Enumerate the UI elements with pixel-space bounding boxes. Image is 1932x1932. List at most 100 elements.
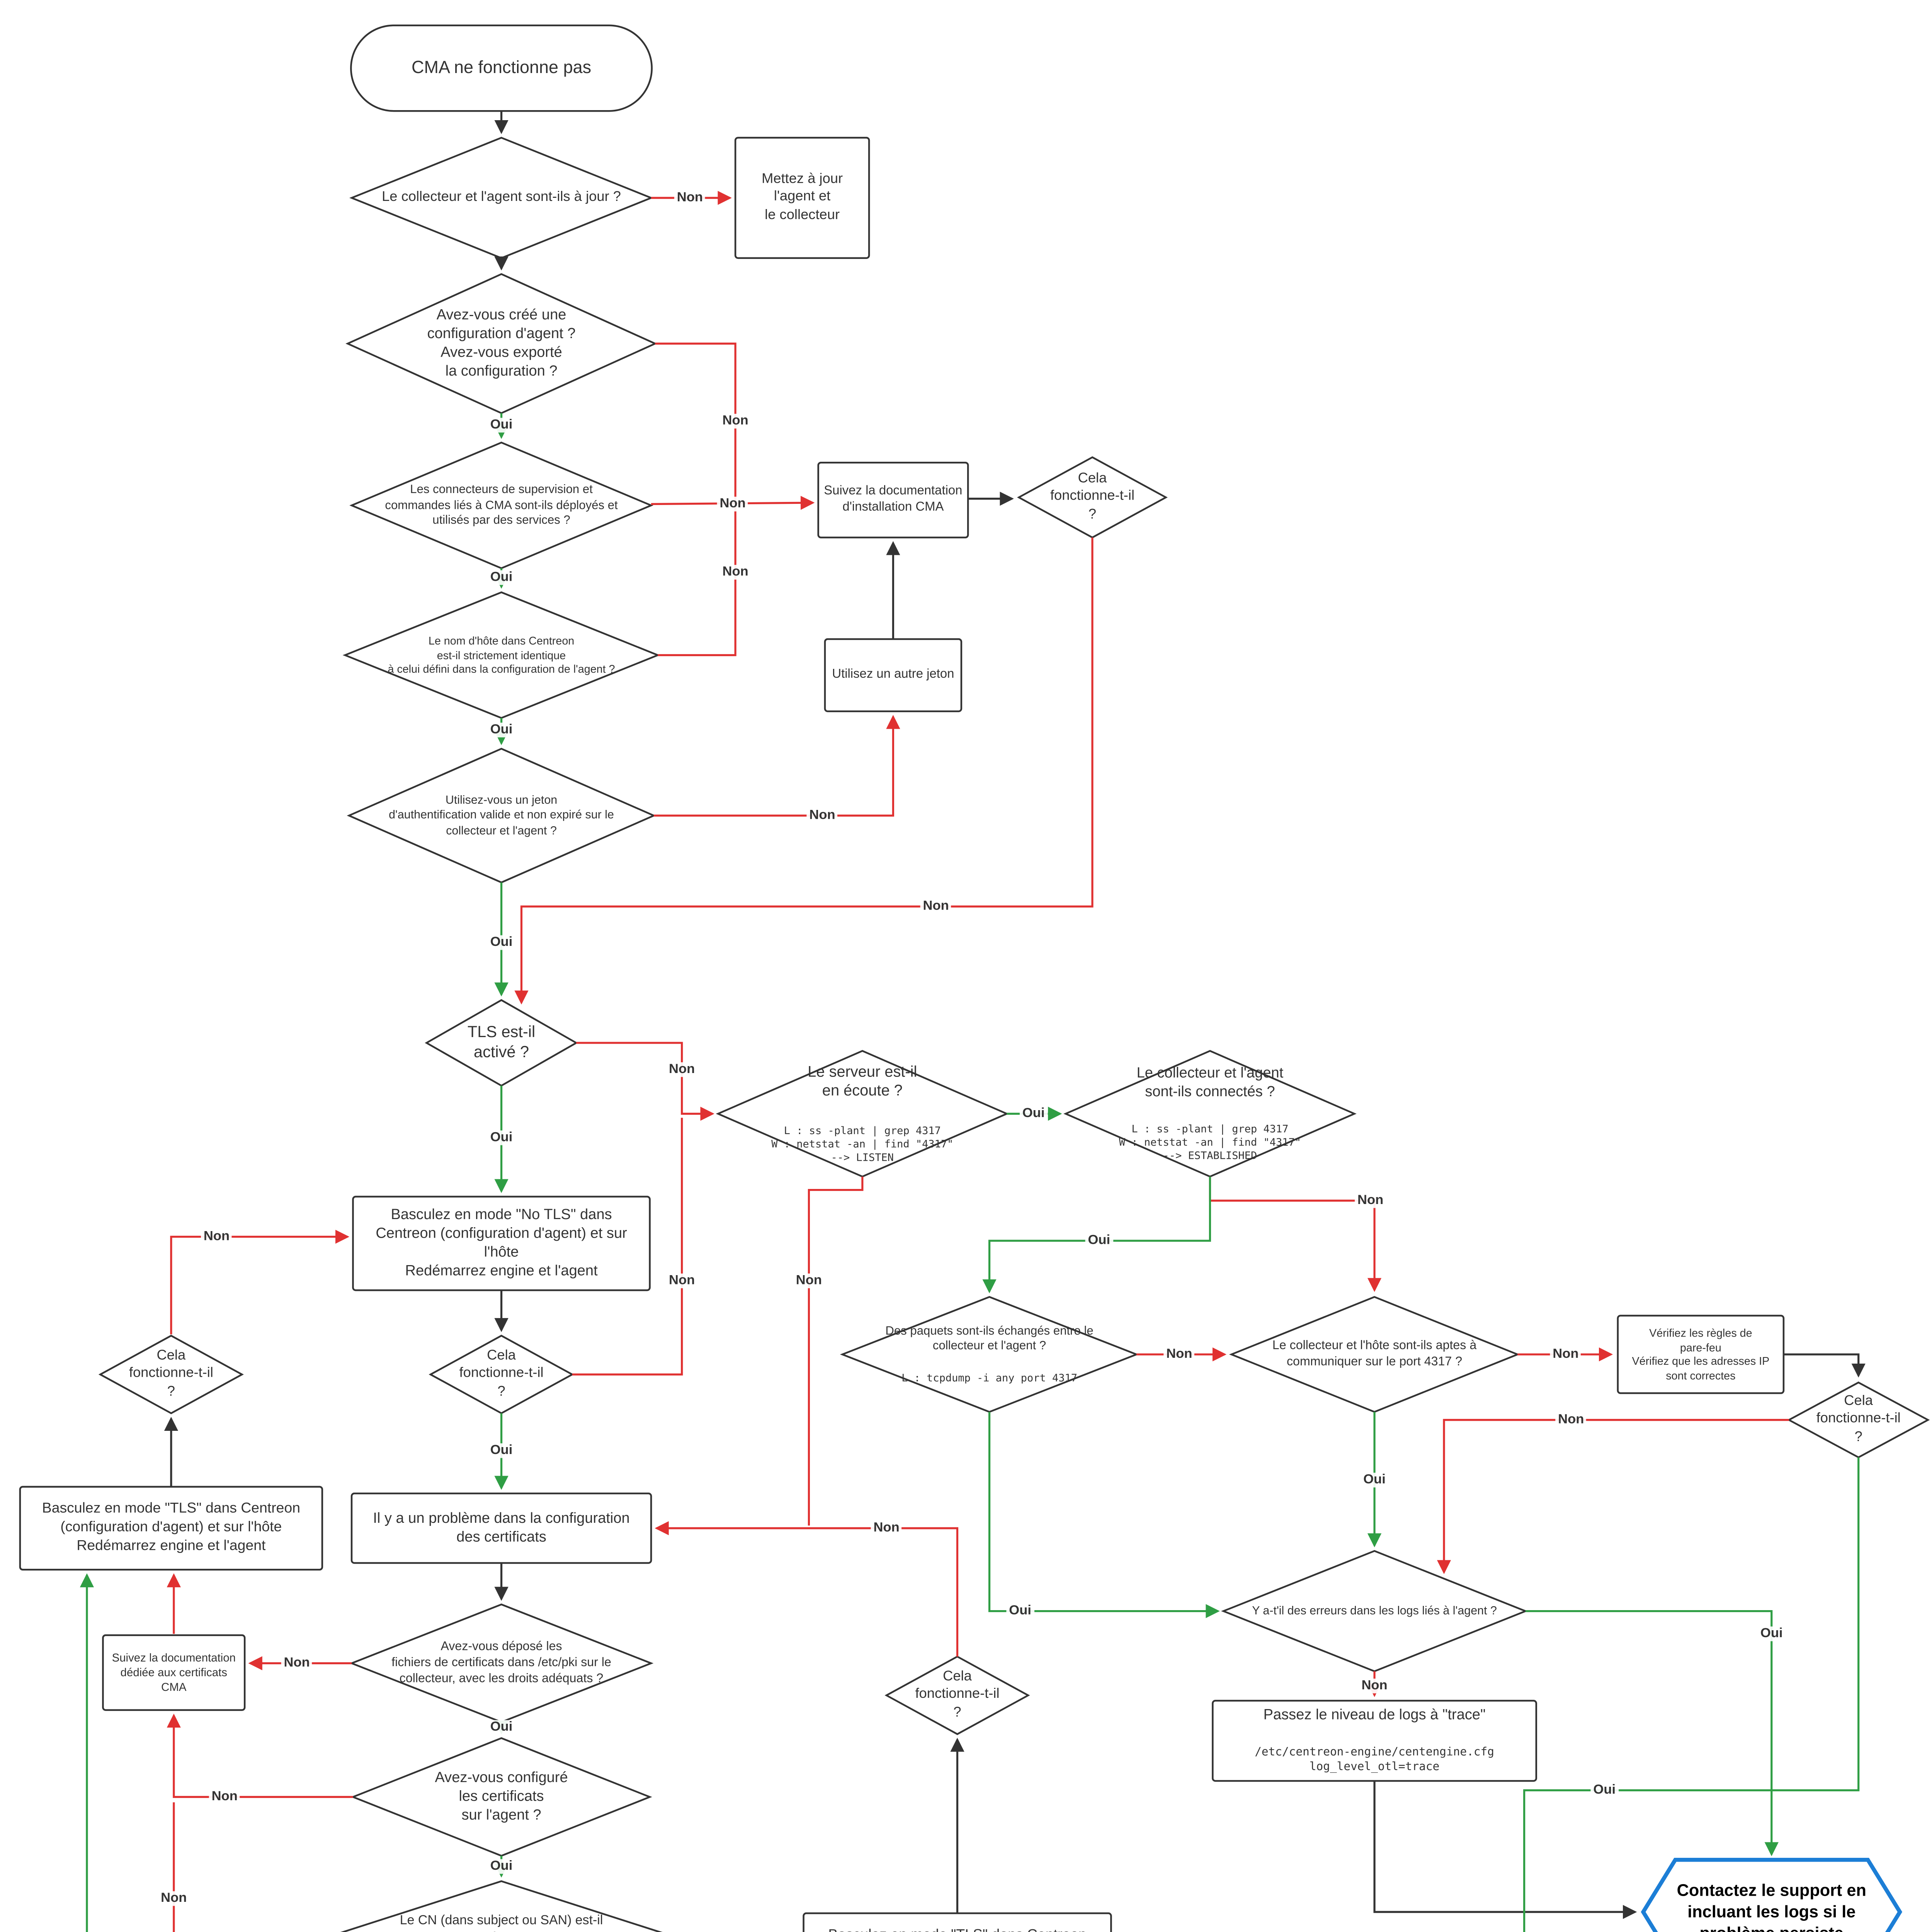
edge-trace-to-support [1373, 1781, 1637, 1919]
edge-label-non: Non [1550, 1347, 1582, 1362]
node-agent-connected-label: Le collecteur et l'agent sont-ils connec… [1136, 1065, 1284, 1100]
edge-label-oui: Oui [1361, 1473, 1388, 1488]
node-packets-exchanged: Des paquets sont-ils échangés entre le c… [856, 1308, 1123, 1401]
node-update-agent: Mettez à jour l'agent et le collecteur [762, 171, 843, 223]
edge-label-oui: Oui [487, 935, 515, 950]
node-set-trace-logs-label: Passez le niveau de logs à "trace" [1263, 1707, 1486, 1724]
edge-label-oui: Oui [487, 1130, 515, 1145]
node-switch-tls-bottom: Basculez en mode "TLS" dans Centreon (co… [809, 1927, 1105, 1932]
node-works-after-tls-left: Cela fonctionne-t-il ? [129, 1347, 213, 1400]
node-install-doc: Suivez la documentation d'installation C… [824, 484, 963, 515]
node-cert-doc: Suivez la documentation dédiée aux certi… [112, 1651, 236, 1694]
edge-label-oui: Oui [1019, 1106, 1048, 1121]
edge-label-non: Non [1163, 1347, 1195, 1362]
node-shape-cert-doc [102, 1634, 246, 1711]
edge-worksfirewall-non [1437, 1419, 1789, 1574]
node-errors-in-logs: Y a-t'il des erreurs dans les logs liés … [1252, 1604, 1497, 1617]
edge-errors-oui [1526, 1610, 1779, 1856]
edge-label-oui: Oui [1085, 1233, 1113, 1248]
node-shape-install-doc [817, 461, 969, 539]
edge-label-non: Non [666, 1273, 698, 1288]
node-cert-files-deposited: Avez-vous déposé les fichiers de certifi… [391, 1639, 611, 1685]
node-set-trace-logs: Passez le niveau de logs à "trace" /etc/… [1218, 1687, 1531, 1794]
edge-firewall-to-works [1783, 1353, 1866, 1378]
edge-worksnotls-non [572, 1117, 683, 1376]
node-agent-connected-code: L : ss -plant | grep 4317 W : netstat -a… [1119, 1123, 1301, 1162]
node-switch-tls-left: Basculez en mode "TLS" dans Centreon (co… [42, 1500, 301, 1554]
edge-hostname-non [658, 507, 736, 656]
edge-workstlsbottom-non [655, 1521, 959, 1657]
node-agent-certs-configured: Avez-vous configuré les certificats sur … [435, 1770, 568, 1824]
node-shape-cn-matches-dns [340, 1880, 663, 1932]
edge-label-non: Non [666, 1062, 698, 1077]
edge-token-non [654, 715, 900, 817]
edge-label-oui: Oui [487, 1443, 515, 1458]
edge-label-non: Non [158, 1891, 190, 1906]
node-tls-enabled: TLS est-il activé ? [467, 1022, 536, 1062]
node-set-trace-logs-code: /etc/centreon-engine/centengine.cfg log_… [1255, 1746, 1494, 1774]
node-shapes [19, 24, 1930, 1932]
edge-label-non: Non [1555, 1412, 1587, 1427]
edge-label-non: Non [719, 565, 751, 580]
node-works-after-no-tls: Cela fonctionne-t-il ? [459, 1347, 544, 1400]
edge-tls-non [576, 1042, 714, 1121]
edge-label-non: Non [209, 1789, 240, 1804]
edge-cn-oui [80, 1573, 94, 1932]
node-agent-connected: Le collecteur et l'agent sont-ils connec… [1083, 1045, 1337, 1182]
node-shape-works-after-tls-left [98, 1335, 244, 1415]
edge-worksdoc-non [514, 537, 1094, 1005]
node-token-valid: Utilisez-vous un jeton d'authentificatio… [389, 793, 614, 837]
edge-label-non: Non [719, 413, 751, 429]
node-shape-works-after-tls-bottom [884, 1655, 1030, 1735]
node-agents-up-to-date: Le collecteur et l'agent sont-ils à jour… [382, 189, 621, 205]
node-start: CMA ne fonctionne pas [411, 57, 592, 77]
node-cn-matches-dns: Le CN (dans subject ou SAN) est-il ident… [357, 1913, 646, 1932]
edge-label-oui: Oui [1758, 1626, 1786, 1641]
node-packets-exchanged-label: Des paquets sont-ils échangés entre le c… [885, 1323, 1094, 1352]
node-shape-contact-support [1641, 1857, 1903, 1932]
edge-cn-non [173, 1802, 175, 1932]
edge-label-non: Non [1355, 1193, 1386, 1208]
edge-label-non: Non [793, 1273, 825, 1288]
node-packets-exchanged-code: L : tcpdump -i any port 4317 [901, 1372, 1077, 1384]
node-works-after-doc: Cela fonctionne-t-il ? [1050, 470, 1135, 522]
edge-label-non: Non [920, 899, 952, 914]
edge-label-non: Non [281, 1656, 313, 1671]
edge-label-oui: Oui [487, 418, 515, 433]
node-shape-update-agent [734, 137, 870, 259]
node-contact-support: Contactez le support en incluant les log… [1677, 1881, 1866, 1932]
node-can-communicate: Le collecteur et l'hôte sont-ils aptes à… [1272, 1338, 1477, 1368]
edge-label-non: Non [201, 1229, 233, 1244]
node-hostname-identical: Le nom d'hôte dans Centreon est-il stric… [388, 634, 615, 676]
edge-listening-non [808, 1176, 864, 1526]
node-works-after-firewall: Cela fonctionne-t-il ? [1816, 1393, 1901, 1445]
node-agent-config-created: Avez-vous créé une configuration d'agent… [427, 307, 576, 380]
node-connectors-deployed: Les connecteurs de supervision et comman… [385, 482, 618, 527]
edge-label-non: Non [871, 1520, 902, 1536]
edge-label-non: Non [806, 808, 838, 823]
node-check-firewall: Vérifiez les règles de pare-feu Vérifiez… [1632, 1326, 1770, 1382]
edge-label-non: Non [1359, 1679, 1390, 1694]
edge-label-oui: Oui [1006, 1604, 1034, 1619]
edge-certsconfigured-non [167, 1713, 353, 1798]
node-switch-no-tls: Basculez en mode "No TLS" dans Centreon … [376, 1207, 627, 1280]
edge-workstlsleft-non [170, 1230, 350, 1335]
edge-label-non: Non [717, 497, 748, 512]
edge-label-oui: Oui [487, 723, 515, 738]
node-use-other-token: Utilisez un autre jeton [832, 667, 954, 682]
edge-packets-oui [988, 1412, 1220, 1618]
edge-label-oui: Oui [487, 1859, 515, 1874]
edge-connected-non [1209, 1176, 1382, 1292]
edge-config-non [655, 342, 736, 502]
node-server-listening-label: Le serveur est-il en écoute ? [808, 1064, 917, 1100]
edge-label-non: Non [674, 190, 706, 206]
node-server-listening: Le serveur est-il en écoute ? L : ss -pl… [735, 1043, 989, 1184]
node-cert-config-problem: Il y a un problème dans la configuration… [373, 1510, 630, 1546]
edges-neutral [164, 111, 1866, 1919]
edges-non [167, 190, 1789, 1932]
edge-label-oui: Oui [487, 1720, 515, 1735]
edge-worksfirewall-oui [1523, 1457, 1860, 1932]
edge-label-oui: Oui [487, 570, 515, 585]
